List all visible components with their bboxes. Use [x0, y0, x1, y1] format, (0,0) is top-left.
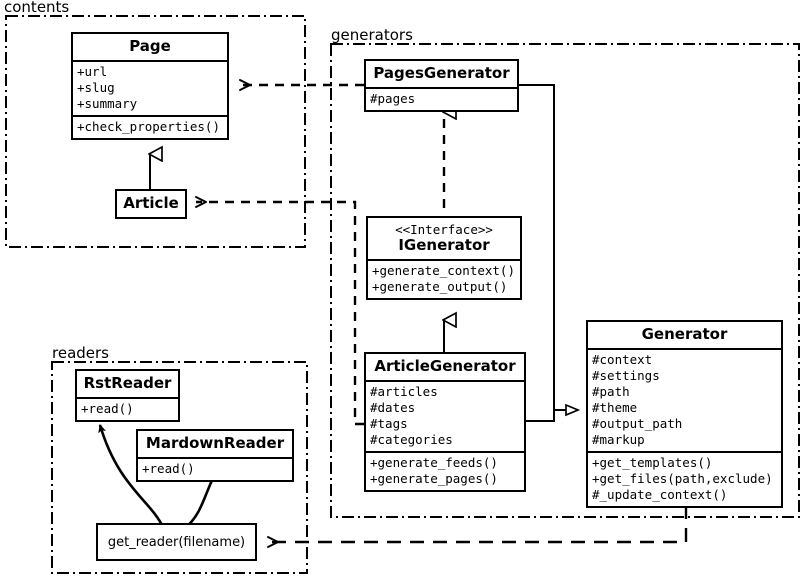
- connector-articlegenerator-to-article: [195, 196, 364, 426]
- class-attributes-pagesgenerator: #pages: [366, 89, 517, 110]
- class-attributes-articlegenerator: #articles #dates #tags #categories: [366, 382, 524, 451]
- class-box-page[interactable]: Page +url +slug +summary +check_properti…: [71, 32, 229, 140]
- operation: +get_files(path,exclude): [592, 471, 773, 486]
- attribute: #articles: [370, 384, 438, 399]
- class-name-igenerator: <<Interface>> IGenerator: [368, 218, 520, 259]
- connector-get-reader-to-rstreader: [98, 424, 165, 528]
- attribute: #pages: [370, 91, 416, 106]
- class-separator: [73, 60, 227, 62]
- class-separator: [366, 451, 524, 453]
- operation: +read(): [81, 401, 134, 416]
- class-box-mardownreader[interactable]: MardownReader +read(): [136, 429, 294, 482]
- class-name-articlegenerator: ArticleGenerator: [374, 357, 516, 375]
- class-name-text: IGenerator: [398, 236, 490, 254]
- operation: +generate_feeds(): [370, 455, 498, 470]
- operation: #_update_context(): [592, 487, 728, 502]
- class-name-article: Article: [123, 194, 179, 212]
- class-name-page: Page: [129, 37, 171, 55]
- attribute: #theme: [592, 400, 638, 415]
- class-box-rstreader[interactable]: RstReader +read(): [75, 369, 180, 422]
- class-operations-page: +check_properties(): [73, 117, 227, 138]
- operation: +generate_output(): [372, 279, 508, 294]
- class-separator: [368, 259, 520, 261]
- class-stereotype-igenerator: <<Interface>>: [395, 222, 493, 237]
- class-operations-articlegenerator: +generate_feeds() +generate_pages(): [366, 453, 524, 490]
- package-label-contents: contents: [2, 0, 72, 16]
- package-frame-readers: [51, 361, 308, 574]
- attribute: #settings: [592, 368, 660, 383]
- attribute: #context: [592, 352, 653, 367]
- class-separator: [588, 348, 781, 350]
- operation: +get_templates(): [592, 455, 713, 470]
- class-name-rstreader: RstReader: [83, 374, 172, 392]
- class-box-igenerator[interactable]: <<Interface>> IGenerator +generate_conte…: [366, 216, 522, 300]
- package-frame-contents: [5, 15, 306, 248]
- attribute: #dates: [370, 400, 416, 415]
- attribute: #path: [592, 384, 630, 399]
- package-label-readers: readers: [50, 344, 111, 362]
- package-label-generators: generators: [329, 26, 415, 44]
- operation: +check_properties(): [77, 119, 220, 134]
- class-box-article[interactable]: Article: [115, 189, 187, 219]
- connector-generators-to-generator: [519, 84, 578, 422]
- package-frame-generators: [330, 43, 800, 518]
- attribute: +url: [77, 64, 108, 79]
- attribute: +slug: [77, 80, 115, 95]
- operation: +generate_pages(): [370, 471, 498, 486]
- class-operations-igenerator: +generate_context() +generate_output(): [368, 261, 520, 298]
- connector-generator-to-get-reader: [267, 505, 688, 548]
- class-box-articlegenerator[interactable]: ArticleGenerator #articles #dates #tags …: [364, 352, 526, 492]
- attribute: #output_path: [592, 416, 683, 431]
- class-operations-mardownreader: +read(): [138, 459, 292, 480]
- class-name-mardownreader: MardownReader: [145, 434, 285, 452]
- operation: +generate_context(): [372, 263, 515, 278]
- attribute: #categories: [370, 432, 453, 447]
- class-separator: [588, 451, 781, 453]
- class-separator: [73, 115, 227, 117]
- class-box-generator[interactable]: Generator #context #settings #path #them…: [586, 320, 783, 508]
- class-separator: [366, 380, 524, 382]
- class-operations-rstreader: +read(): [77, 399, 178, 420]
- attribute: #tags: [370, 416, 408, 431]
- class-separator: [366, 87, 517, 89]
- attribute: #markup: [592, 432, 645, 447]
- class-box-pagesgenerator[interactable]: PagesGenerator #pages: [364, 59, 519, 112]
- class-attributes-generator: #context #settings #path #theme #output_…: [588, 350, 781, 451]
- operation: +read(): [142, 461, 195, 476]
- function-label-get-reader: get_reader(filename): [107, 534, 246, 550]
- class-attributes-page: +url +slug +summary: [73, 62, 227, 115]
- class-name-pagesgenerator: PagesGenerator: [373, 64, 510, 82]
- class-separator: [77, 397, 178, 399]
- class-name-generator: Generator: [641, 325, 728, 343]
- class-separator: [138, 457, 292, 459]
- attribute: +summary: [77, 96, 138, 111]
- function-box-get-reader[interactable]: get_reader(filename): [96, 523, 257, 561]
- class-operations-generator: +get_templates() +get_files(path,exclude…: [588, 453, 781, 506]
